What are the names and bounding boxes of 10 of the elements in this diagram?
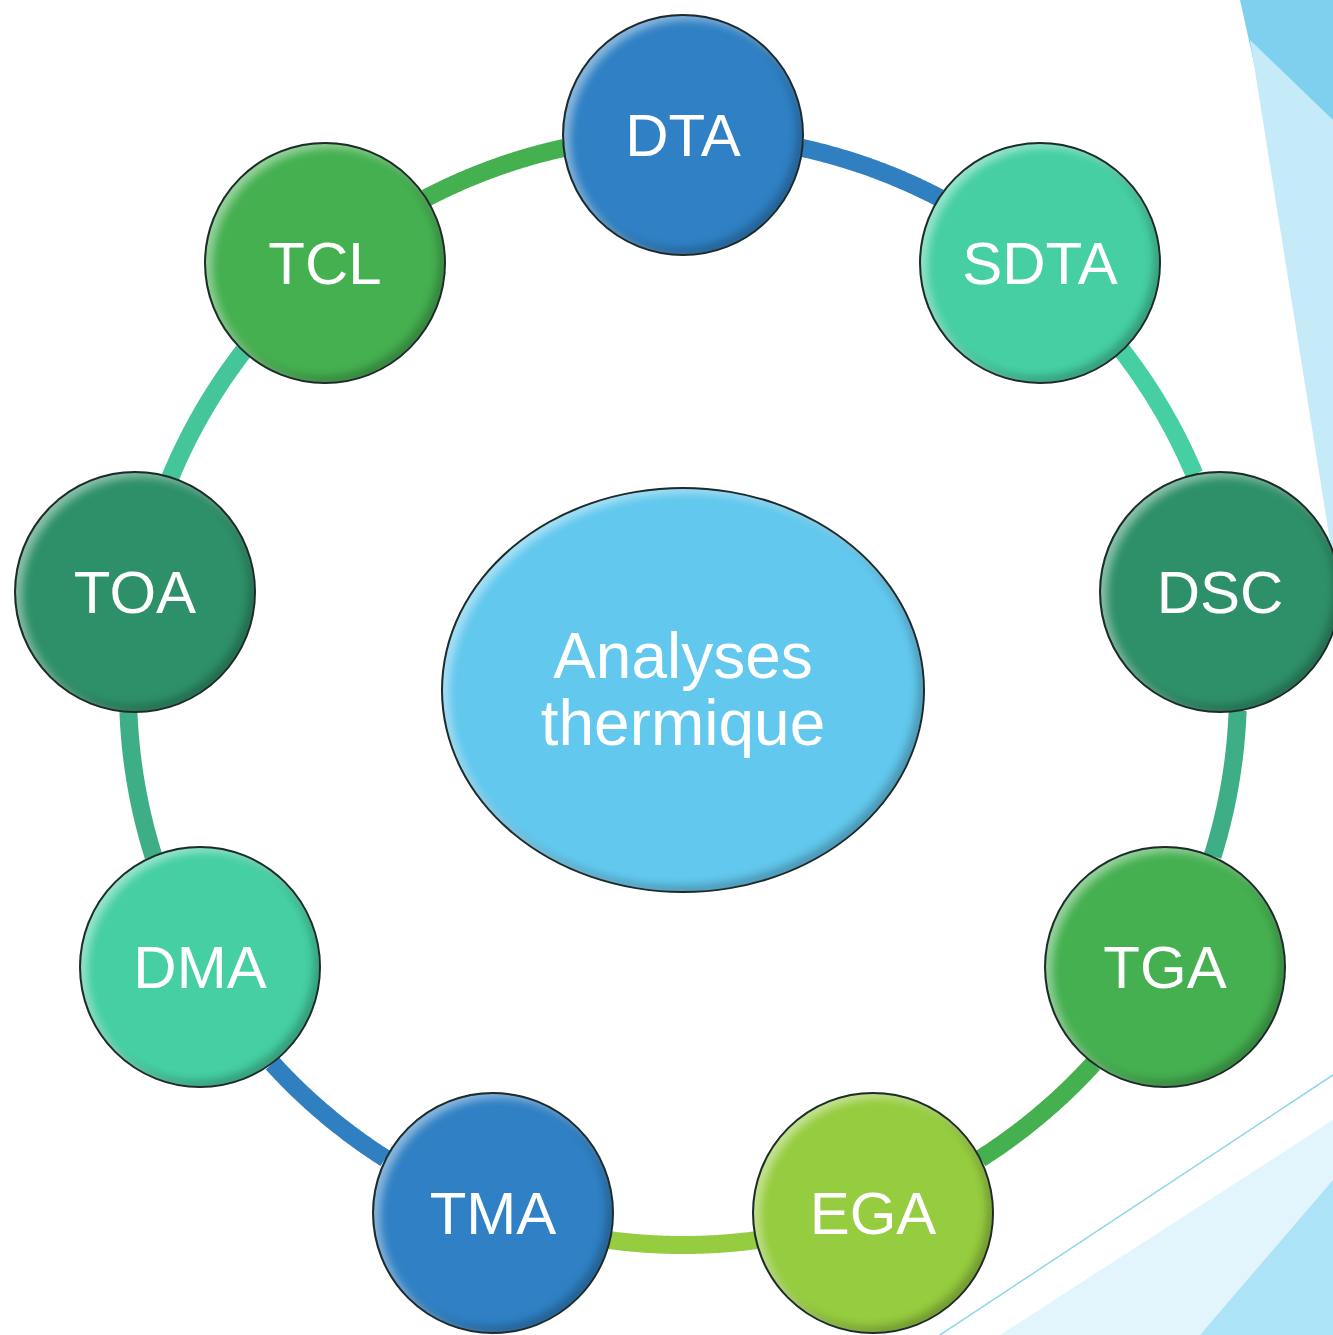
node-label: Analyses thermique	[539, 622, 827, 758]
node-label: TMA	[429, 1181, 557, 1245]
node-label: EGA	[809, 1181, 937, 1245]
node-label: DMA	[133, 935, 267, 999]
node-label: SDTA	[962, 231, 1118, 295]
node-label: DTA	[625, 103, 741, 167]
node-label: TGA	[1103, 935, 1227, 999]
node-label: TCL	[268, 231, 382, 295]
node-label: DSC	[1156, 560, 1284, 624]
node-label: TOA	[73, 560, 197, 624]
